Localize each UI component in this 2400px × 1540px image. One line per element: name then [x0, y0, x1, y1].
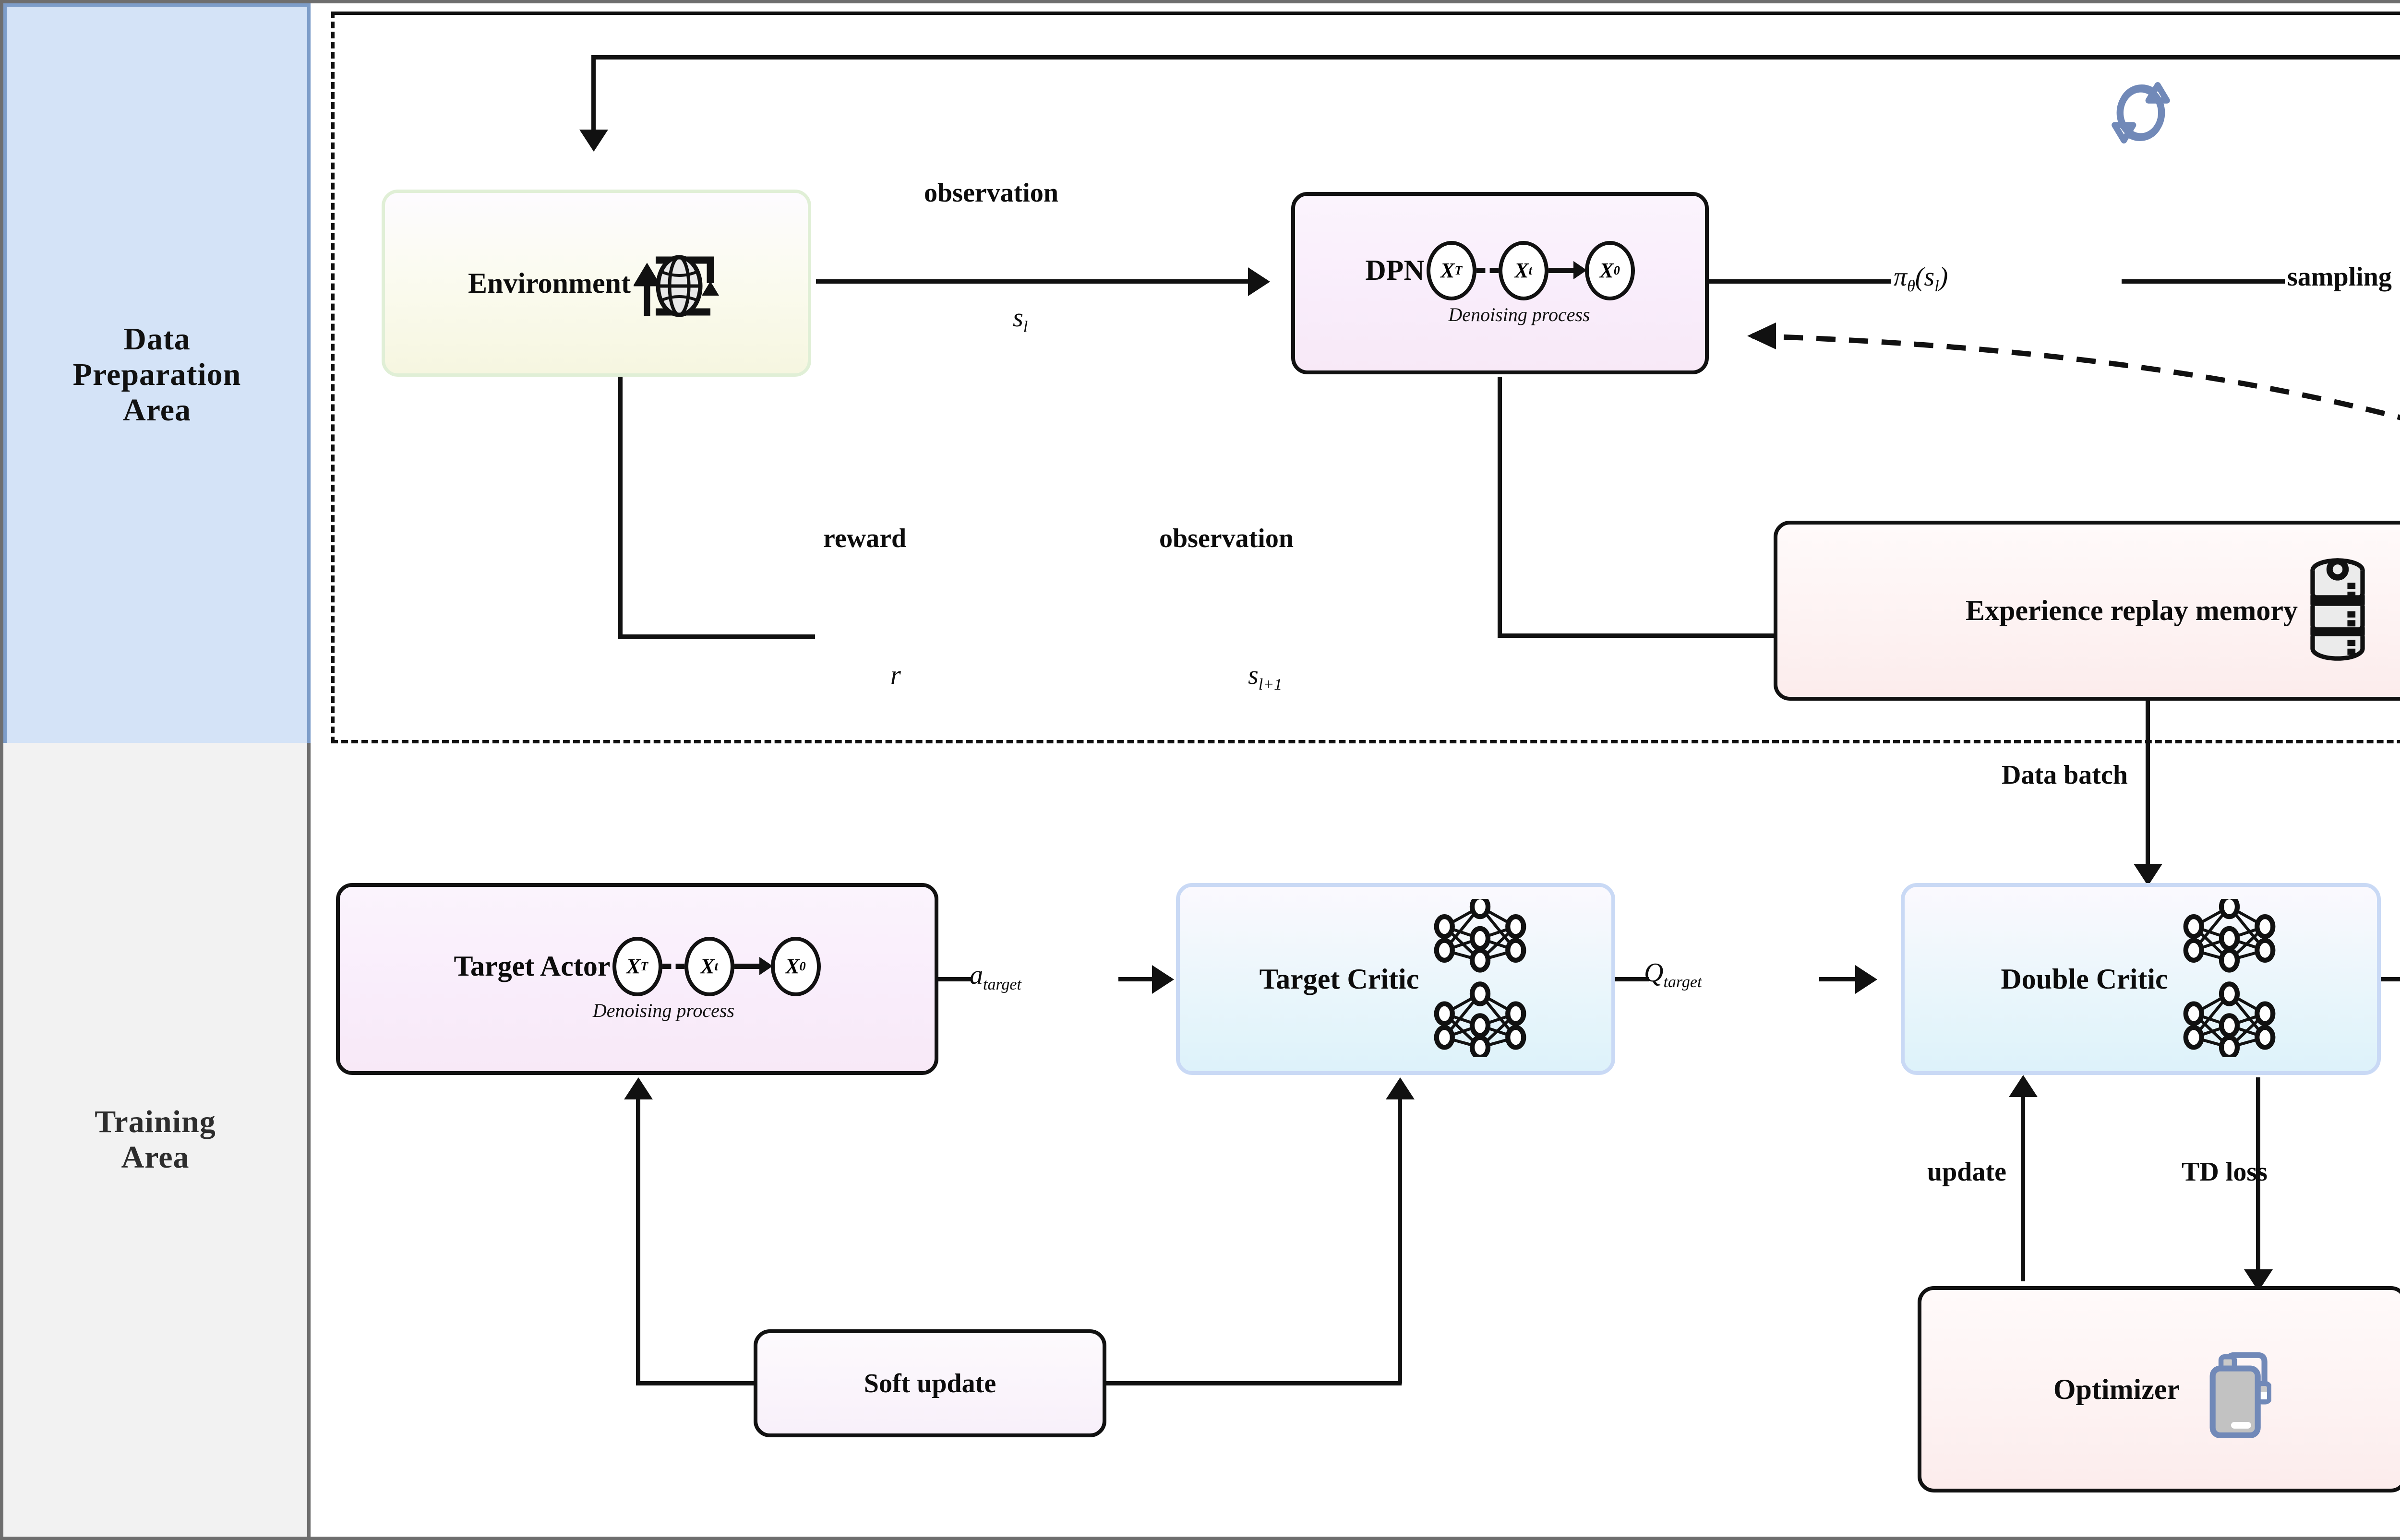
soft-update-label: Soft update	[864, 1368, 996, 1398]
neural-network-icon	[1428, 894, 1532, 1060]
target-critic-to-double-arrowhead	[1855, 965, 1877, 994]
experience-replay-memory-label: Experience replay memory	[1965, 595, 2298, 626]
soft-update-node[interactable]: Soft update	[754, 1329, 1106, 1437]
soft-update-to-target-actor-arrowhead	[624, 1077, 653, 1099]
policy-label: πθ(sl)	[1894, 262, 1948, 296]
data-preparation-dashed-region	[331, 12, 2400, 743]
soft-update-right-hline	[1104, 1381, 1402, 1385]
td-loss-label: TD loss	[2182, 1157, 2268, 1187]
data-preparation-area-label: Data Preparation Area	[72, 322, 241, 428]
target-critic-to-double-line	[1615, 977, 1649, 981]
double-critic-to-actor-line	[2381, 977, 2400, 981]
data-batch-arrowhead	[2134, 864, 2162, 886]
target-actor-to-critic-line	[938, 977, 972, 981]
data-preparation-top-border	[331, 12, 2400, 15]
training-area-label: Training Area	[95, 1104, 216, 1175]
dpn-caption: Denoising process	[1448, 303, 1590, 325]
target-actor-label: Target Actor	[454, 950, 611, 982]
dpn-to-action-line-a	[1709, 279, 1891, 284]
target-actor-caption: Denoising process	[592, 999, 735, 1021]
database-stack-icon	[2306, 554, 2369, 667]
soft-update-right-vline	[1398, 1082, 1402, 1384]
environment-node[interactable]: Environment	[382, 190, 811, 377]
td-loss-vline	[2256, 1077, 2260, 1281]
double-critic-label: Double Critic	[2001, 963, 2168, 995]
env-to-dpn-line	[816, 279, 1253, 284]
state-l1-label: sl+1	[1248, 660, 1283, 694]
reward-symbol-label: r	[890, 660, 901, 690]
env-reward-hline	[618, 634, 815, 639]
update-label: update	[1927, 1157, 2006, 1187]
data-batch-label: Data batch	[2002, 760, 2128, 790]
q-target-label: Qtarget	[1644, 958, 1702, 991]
a-target-label: atarget	[970, 960, 1021, 994]
dpn-to-action-line-b	[2122, 279, 2285, 284]
soft-update-to-target-critic-arrowhead	[1386, 1077, 1415, 1099]
data-batch-vline	[2146, 701, 2150, 885]
update-vline	[2021, 1080, 2025, 1281]
sampling-label: sampling	[2287, 262, 2392, 292]
refresh-cycle-icon	[2102, 74, 2179, 154]
data-preparation-area-band: Data Preparation Area	[3, 3, 311, 743]
target-actor-link-dashed	[662, 964, 684, 969]
double-critic-node[interactable]: Double Critic	[1901, 883, 2381, 1075]
dpn-link-dashed	[1476, 268, 1499, 273]
environment-label: Environment	[468, 267, 631, 299]
observation-top-label: observation	[924, 178, 1058, 208]
observation-bottom-label: observation	[1159, 524, 1294, 553]
target-actor-link-arrow	[734, 957, 773, 975]
dpn-label: DPN	[1365, 254, 1425, 286]
device-charger-icon	[2187, 1332, 2272, 1447]
target-actor-to-critic-line2	[1118, 977, 1171, 981]
update-arrowhead	[2009, 1075, 2038, 1097]
dpn-to-memory-hline	[1498, 633, 1829, 638]
globe-refresh-icon	[633, 239, 725, 328]
dpn-to-memory-vline	[1498, 377, 1502, 636]
feedback-loop-arrowhead	[579, 130, 608, 152]
soft-update-left-vline	[636, 1082, 640, 1384]
dpn-link-arrow	[1548, 261, 1587, 279]
optimizer-label: Optimizer	[2053, 1373, 2180, 1405]
env-reward-vline	[618, 377, 623, 638]
target-actor-to-critic-arrowhead	[1152, 965, 1174, 994]
reward-label: reward	[823, 524, 907, 553]
soft-update-left-hline	[636, 1381, 756, 1385]
target-critic-to-double-line2	[1819, 977, 1872, 981]
neural-network-icon	[2178, 894, 2281, 1060]
state-l-label: sl	[1013, 303, 1028, 336]
feedback-loop-top-line	[591, 55, 2400, 60]
experience-replay-memory-node[interactable]: Experience replay memory	[1774, 521, 2400, 701]
feedback-loop-down-line	[591, 55, 596, 137]
target-critic-label: Target Critic	[1259, 963, 1419, 995]
training-area-band: Training Area	[3, 743, 311, 1537]
target-critic-node[interactable]: Target Critic	[1176, 883, 1615, 1075]
env-to-dpn-arrowhead	[1248, 267, 1270, 296]
optimizer-node[interactable]: Optimizer	[1918, 1286, 2400, 1492]
